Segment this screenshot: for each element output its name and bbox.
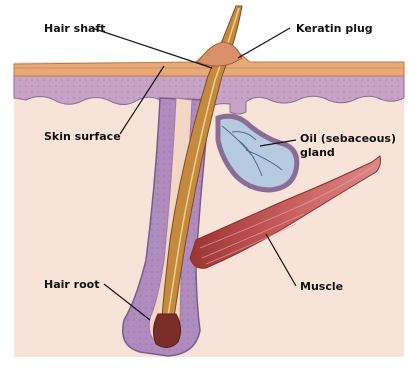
label-skin-surface: Skin surface: [44, 130, 121, 143]
label-keratin-plug: Keratin plug: [296, 22, 373, 35]
label-oil-gland-line1: Oil (sebaceous): [300, 132, 396, 145]
label-hair-shaft: Hair shaft: [44, 22, 106, 35]
hair-root: [153, 314, 180, 348]
label-hair-root: Hair root: [44, 278, 99, 291]
label-oil-gland-line2: gland: [300, 146, 335, 159]
keratin-plug-pointer: [238, 28, 290, 58]
label-muscle: Muscle: [300, 280, 343, 293]
